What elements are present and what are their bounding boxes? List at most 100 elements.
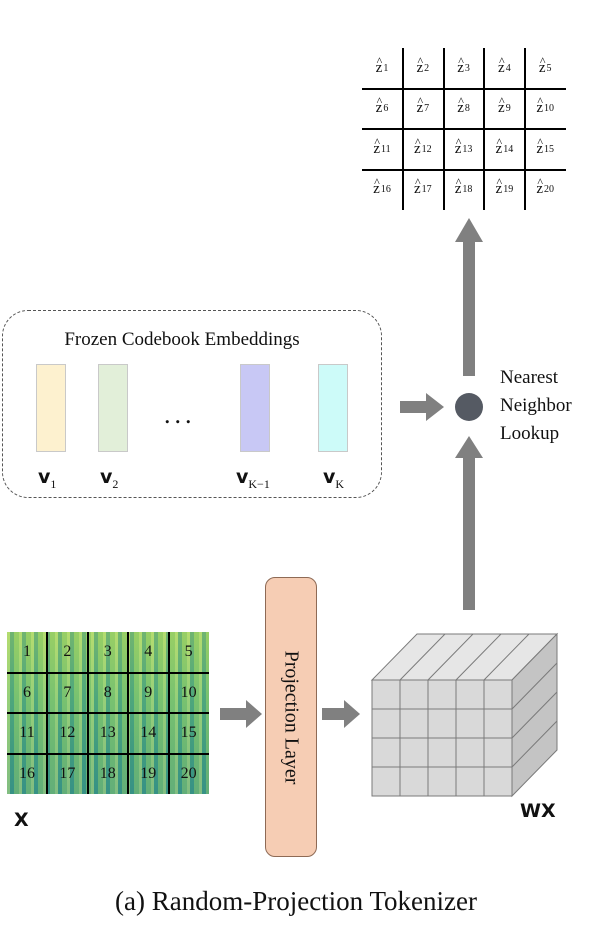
spectrogram-cell: 15 — [180, 724, 197, 741]
hat-accent: ^ — [376, 94, 383, 108]
cube-edge — [399, 633, 446, 681]
figure-caption: (a) Random-Projection Tokenizer — [115, 886, 477, 916]
vector-label-2: v2 — [100, 466, 119, 491]
spectrogram-cell: 13 — [99, 724, 116, 741]
spectrogram-cell: 4 — [144, 643, 153, 660]
hat-accent: ^ — [499, 94, 505, 108]
spectrogram-cell: 6 — [23, 683, 31, 701]
spectrogram-cell: 3 — [103, 643, 112, 660]
cube-edge — [483, 633, 530, 681]
vector-label-k: vK — [323, 466, 345, 491]
spectrogram-cell: 20 — [180, 764, 197, 782]
arrow-lookup-to-tokens — [455, 218, 483, 376]
codebook-vector-2 — [98, 364, 128, 452]
cube-edge — [511, 691, 558, 739]
vector-label-k-minus-1: vK−1 — [236, 466, 270, 491]
hat-accent: ^ — [417, 53, 424, 68]
hat-accent: ^ — [414, 175, 421, 189]
spectrogram-cell: 9 — [144, 683, 153, 701]
token-index: 20 — [544, 184, 555, 195]
projection-layer — [265, 577, 317, 857]
grid-line — [7, 671, 209, 674]
token-symbol: z — [498, 100, 505, 116]
grid-line — [7, 712, 209, 714]
spectrogram-cell: 10 — [180, 683, 197, 701]
spectrogram-cell: 19 — [140, 764, 157, 782]
token-symbol: z — [413, 181, 421, 197]
token-index: 6 — [383, 103, 389, 114]
token-index: 18 — [462, 184, 473, 195]
hat-accent: ^ — [455, 175, 462, 189]
spectrogram-cell: 5 — [184, 643, 193, 660]
arrow-to-cube — [322, 700, 360, 728]
wx-cube — [370, 632, 559, 798]
token-symbol: z — [457, 100, 464, 116]
token-index: 8 — [464, 103, 470, 114]
vector-label-1: v1 — [38, 466, 57, 491]
token-index: 12 — [421, 143, 432, 155]
arrow-to-projection — [220, 700, 262, 728]
spectrogram-cell: 8 — [103, 683, 112, 701]
token-index: 3 — [464, 62, 470, 74]
token-index: 9 — [505, 103, 511, 114]
token-index: 4 — [505, 62, 511, 74]
spectrogram-cell: 7 — [63, 683, 72, 701]
spectrogram-cell: 11 — [19, 724, 35, 741]
hat-accent: ^ — [374, 175, 380, 189]
token-index: 2 — [424, 62, 430, 74]
spectrogram-cell: 16 — [19, 764, 35, 782]
token-symbol: z — [454, 140, 462, 157]
codebook-vector-1 — [36, 364, 66, 452]
token-index: 1 — [383, 62, 389, 74]
hat-accent: ^ — [414, 134, 421, 149]
hat-accent: ^ — [496, 134, 503, 149]
arrow-to-lookup — [400, 393, 444, 421]
token-symbol: z — [536, 140, 544, 157]
grid-line — [362, 168, 566, 171]
spectrogram-cell: 2 — [63, 643, 72, 660]
hat-accent: ^ — [374, 134, 380, 149]
hat-accent: ^ — [455, 134, 462, 149]
token-symbol: z — [536, 181, 544, 197]
spectrogram-cell: 12 — [59, 724, 76, 741]
token-index: 14 — [503, 143, 514, 155]
token-index: 10 — [544, 103, 555, 114]
token-symbol: z — [416, 59, 424, 76]
hat-accent: ^ — [458, 94, 464, 108]
cube-edge — [511, 662, 558, 710]
hat-accent: ^ — [539, 53, 546, 68]
token-symbol: z — [536, 100, 544, 116]
spectrogram-cell: 1 — [23, 643, 31, 660]
hat-accent: ^ — [537, 134, 543, 149]
hat-accent: ^ — [537, 175, 543, 189]
spectrogram-cell: 14 — [140, 724, 157, 741]
token-symbol: z — [498, 59, 505, 76]
token-symbol: z — [454, 181, 462, 197]
ellipsis: ... — [164, 400, 196, 429]
token-index: 19 — [503, 184, 514, 195]
token-symbol: z — [413, 140, 421, 157]
spectrogram-cell: 17 — [59, 764, 76, 782]
token-index: 16 — [380, 184, 391, 195]
cube-edge — [455, 633, 502, 681]
token-symbol: z — [495, 181, 503, 197]
token-symbol: z — [416, 100, 424, 116]
